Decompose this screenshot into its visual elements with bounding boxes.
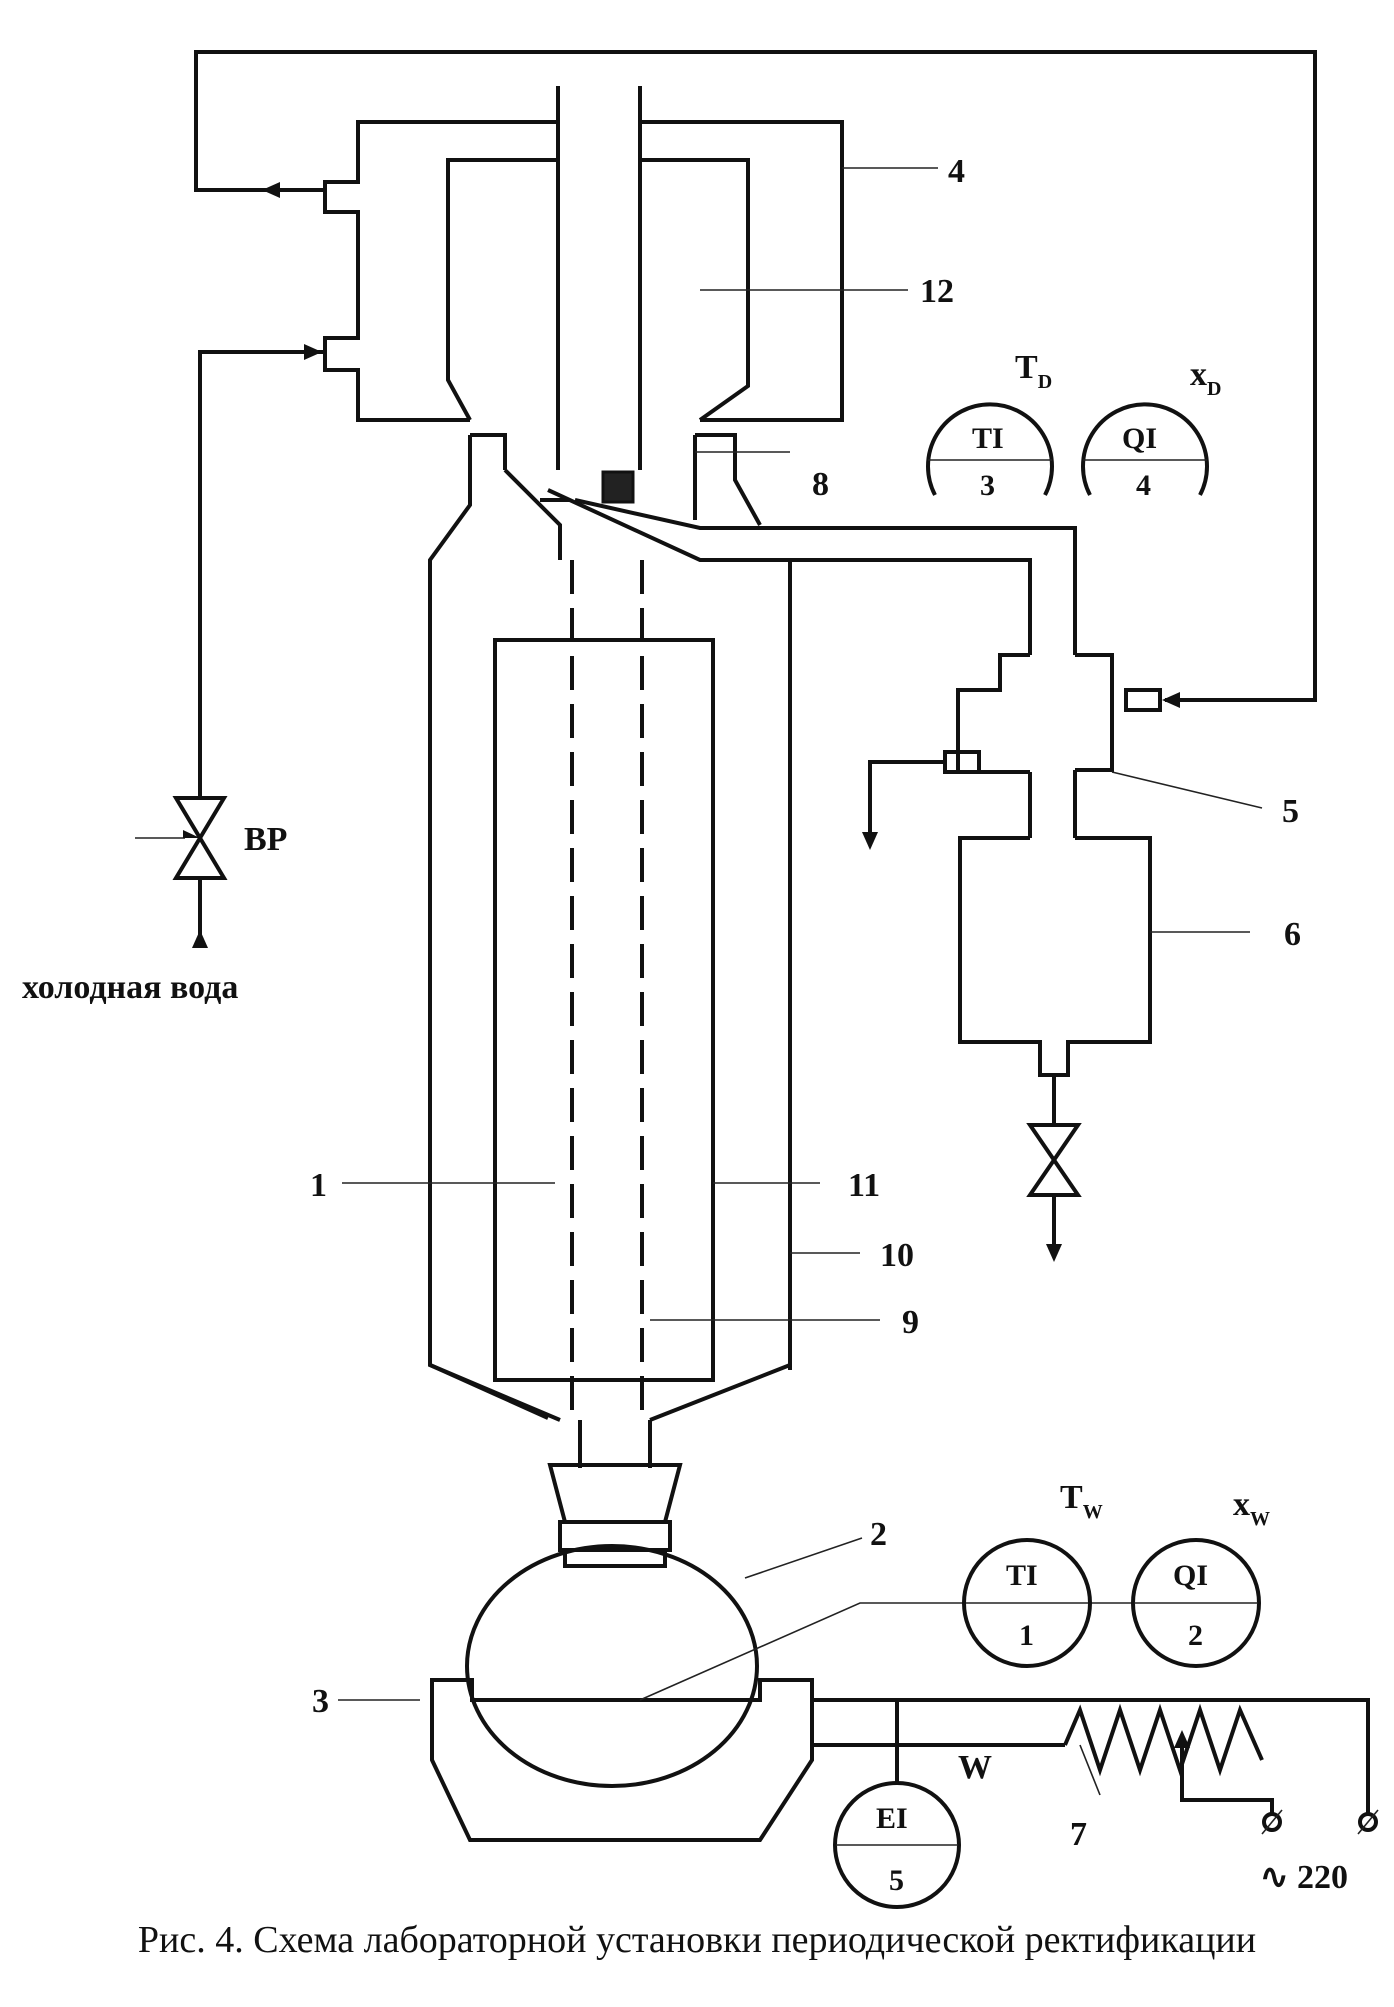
- label-6: 6: [1284, 916, 1301, 953]
- td-label: TD: [1015, 349, 1052, 393]
- svg-text:3: 3: [980, 469, 995, 502]
- condenser: [323, 86, 844, 470]
- flask-2: [465, 1544, 759, 1788]
- svg-text:1: 1: [1019, 1619, 1034, 1652]
- label-11: 11: [848, 1167, 880, 1204]
- leader-lines: [338, 167, 1263, 1796]
- svg-text:4: 4: [1136, 469, 1151, 502]
- water-return-line: [194, 50, 1317, 708]
- insulation-jacket: [428, 565, 792, 1422]
- divider-5: [862, 653, 1162, 850]
- power-w-label: W: [958, 1749, 992, 1786]
- instrument-ti-1: TI 1: [962, 1538, 1092, 1668]
- svg-text:5: 5: [889, 1864, 904, 1897]
- label-10: 10: [880, 1237, 914, 1274]
- cold-water-line: [135, 344, 325, 948]
- power-terminals: [1261, 1809, 1379, 1835]
- instrument-qi-4: QI 4: [1081, 402, 1209, 502]
- heating-mantle-3: [430, 1678, 814, 1842]
- sampler-8: [601, 470, 635, 504]
- receiver-valve[interactable]: [1026, 1123, 1082, 1197]
- figure-caption: Рис. 4. Схема лабораторной установки пер…: [137, 1919, 1257, 1961]
- valve-bp-label: ВР: [244, 821, 287, 858]
- rheostat-7[interactable]: [1063, 1703, 1274, 1815]
- distillate-line: [547, 488, 1077, 1370]
- xw-label: xW: [1233, 1486, 1270, 1530]
- label-9: 9: [902, 1304, 919, 1341]
- label-4: 4: [948, 153, 965, 190]
- instrument-qi-2: QI 2: [1131, 1538, 1261, 1668]
- power-wires: [812, 1698, 1370, 1815]
- label-3: 3: [312, 1683, 329, 1720]
- svg-text:TI: TI: [1006, 1559, 1038, 1592]
- valve-bp[interactable]: [172, 796, 228, 880]
- svg-text:TI: TI: [972, 422, 1004, 455]
- heater-jacket: [493, 638, 715, 1382]
- label-7: 7: [1070, 1816, 1087, 1853]
- power-supply-label: ∿ 220: [1260, 1859, 1348, 1896]
- xd-label: xD: [1190, 356, 1221, 400]
- instrument-ti-3: TI 3: [926, 402, 1054, 502]
- column-head: [428, 433, 762, 1420]
- column-bottom: [547, 1420, 683, 1568]
- label-8: 8: [812, 466, 829, 503]
- label-2: 2: [870, 1516, 887, 1553]
- label-12: 12: [920, 273, 954, 310]
- svg-text:QI: QI: [1122, 422, 1157, 455]
- receiver-6: [958, 836, 1152, 1125]
- svg-text:EI: EI: [876, 1802, 908, 1835]
- label-1: 1: [310, 1167, 327, 1204]
- svg-text:2: 2: [1188, 1619, 1203, 1652]
- svg-text:QI: QI: [1173, 1559, 1208, 1592]
- cold-water-label: холодная вода: [22, 969, 238, 1006]
- label-5: 5: [1282, 793, 1299, 830]
- instrument-ei-5: EI 5: [833, 1781, 961, 1909]
- tw-label: TW: [1060, 1479, 1103, 1523]
